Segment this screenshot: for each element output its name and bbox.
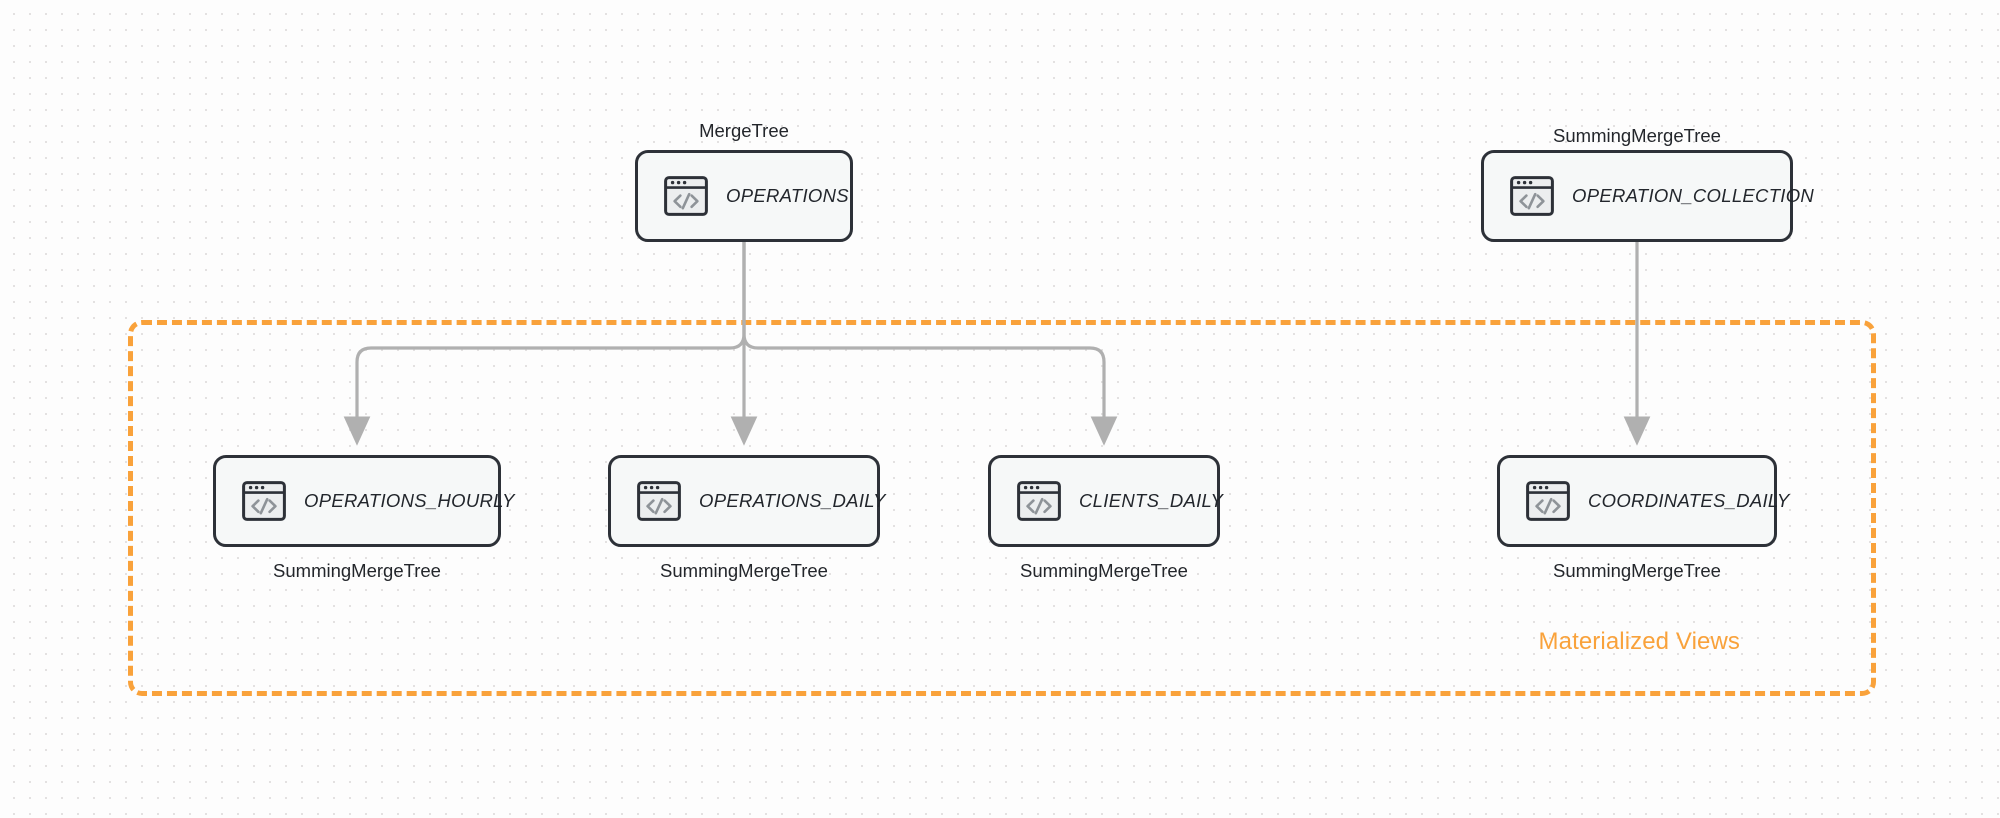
engine-caption-operations_hourly: SummingMergeTree: [273, 560, 441, 581]
code-window-icon: [1526, 481, 1570, 521]
engine-caption-coordinates_daily: SummingMergeTree: [1553, 560, 1721, 581]
code-window-icon: [1017, 481, 1061, 521]
code-window-icon: [637, 481, 681, 521]
materialized-views-group-label: Materialized Views: [1538, 628, 1740, 655]
code-window-icon: [664, 176, 708, 216]
node-operations[interactable]: OPERATIONS: [635, 150, 853, 242]
node-label: COORDINATES_DAILY: [1588, 490, 1790, 511]
engine-caption-operations_daily: SummingMergeTree: [660, 560, 828, 581]
node-operations_daily[interactable]: OPERATIONS_DAILY: [608, 455, 885, 547]
engine-caption-operation_collection: SummingMergeTree: [1553, 125, 1721, 146]
node-operations_hourly[interactable]: OPERATIONS_HOURLY: [213, 455, 514, 547]
node-operation_collection[interactable]: OPERATION_COLLECTION: [1481, 150, 1814, 242]
node-label: OPERATIONS_DAILY: [699, 490, 886, 511]
engine-caption-operations: MergeTree: [699, 120, 789, 141]
code-window-icon: [1510, 176, 1554, 216]
code-window-icon: [242, 481, 286, 521]
node-label: OPERATION_COLLECTION: [1572, 185, 1815, 206]
node-clients_daily[interactable]: CLIENTS_DAILY: [988, 455, 1224, 547]
node-label: OPERATIONS_HOURLY: [304, 490, 515, 511]
node-label: CLIENTS_DAILY: [1079, 490, 1224, 511]
engine-caption-clients_daily: SummingMergeTree: [1020, 560, 1188, 581]
node-coordinates_daily[interactable]: COORDINATES_DAILY: [1497, 455, 1789, 547]
node-label: OPERATIONS: [726, 185, 849, 206]
